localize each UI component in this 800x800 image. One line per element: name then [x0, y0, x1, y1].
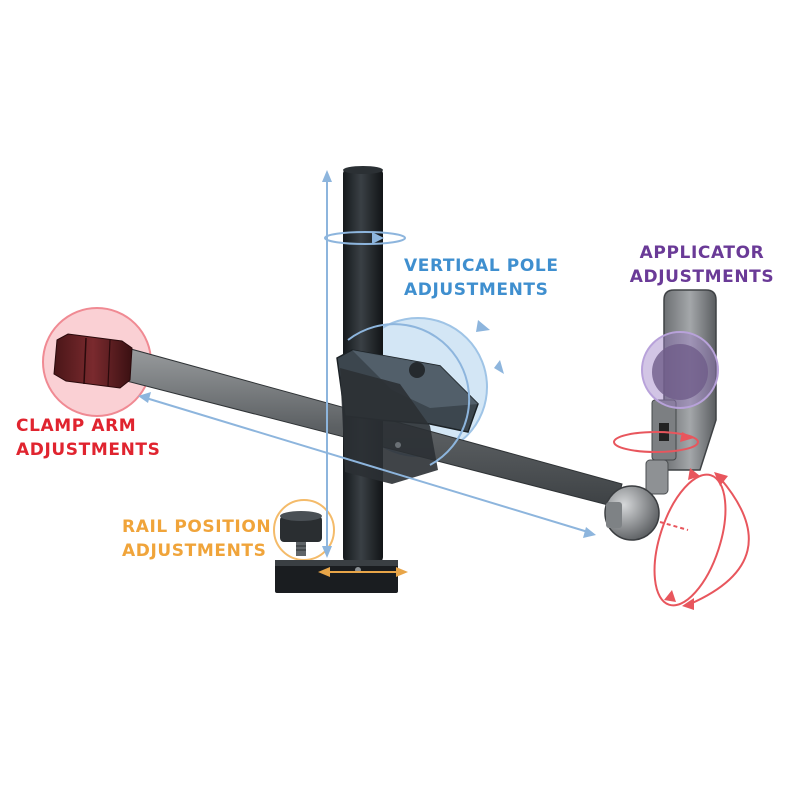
vertical-pole-cap	[343, 166, 383, 174]
clamp-arm-label: CLAMP ARM ADJUSTMENTS	[16, 414, 160, 462]
pole-clamp-block	[336, 349, 479, 484]
applicator-knob-highlight	[641, 331, 719, 409]
ball-joint-axis	[659, 521, 689, 531]
vertical-pole-label: VERTICAL POLE ADJUSTMENTS	[404, 254, 559, 302]
applicator-rotation-arrow	[613, 431, 699, 453]
applicator-label-line-1: APPLICATOR	[639, 243, 765, 263]
clamp-arm-slide-arrow	[138, 392, 596, 538]
ball-joint	[604, 485, 660, 541]
rail-knob	[280, 511, 322, 556]
vertical-height-arrow	[322, 170, 332, 558]
rail-position-label-line-2: ADJUSTMENTS	[122, 541, 267, 561]
vertical-pole-label-line-2: ADJUSTMENTS	[404, 280, 549, 300]
clamp-arm-label-line-2: ADJUSTMENTS	[16, 440, 161, 460]
clamp-arm-label-line-1: CLAMP ARM	[16, 416, 137, 436]
base-block	[275, 560, 398, 593]
rail-position-label: RAIL POSITION ADJUSTMENTS	[122, 515, 271, 563]
applicator-label: APPLICATOR ADJUSTMENTS	[627, 241, 777, 289]
rail-position-label-line-1: RAIL POSITION	[122, 517, 272, 537]
rail-slide-arrow	[318, 567, 408, 577]
ball-joint-tilt-arrow	[653, 468, 727, 607]
pole-rotation-arrow	[324, 231, 406, 245]
vertical-pole-label-line-1: VERTICAL POLE	[404, 256, 559, 276]
clamp-block-rotation-arrow	[347, 320, 504, 466]
ball-joint-swing-arrow	[682, 472, 750, 610]
clamp-arm-tip	[53, 333, 133, 389]
applicator-label-line-2: ADJUSTMENTS	[629, 267, 775, 287]
